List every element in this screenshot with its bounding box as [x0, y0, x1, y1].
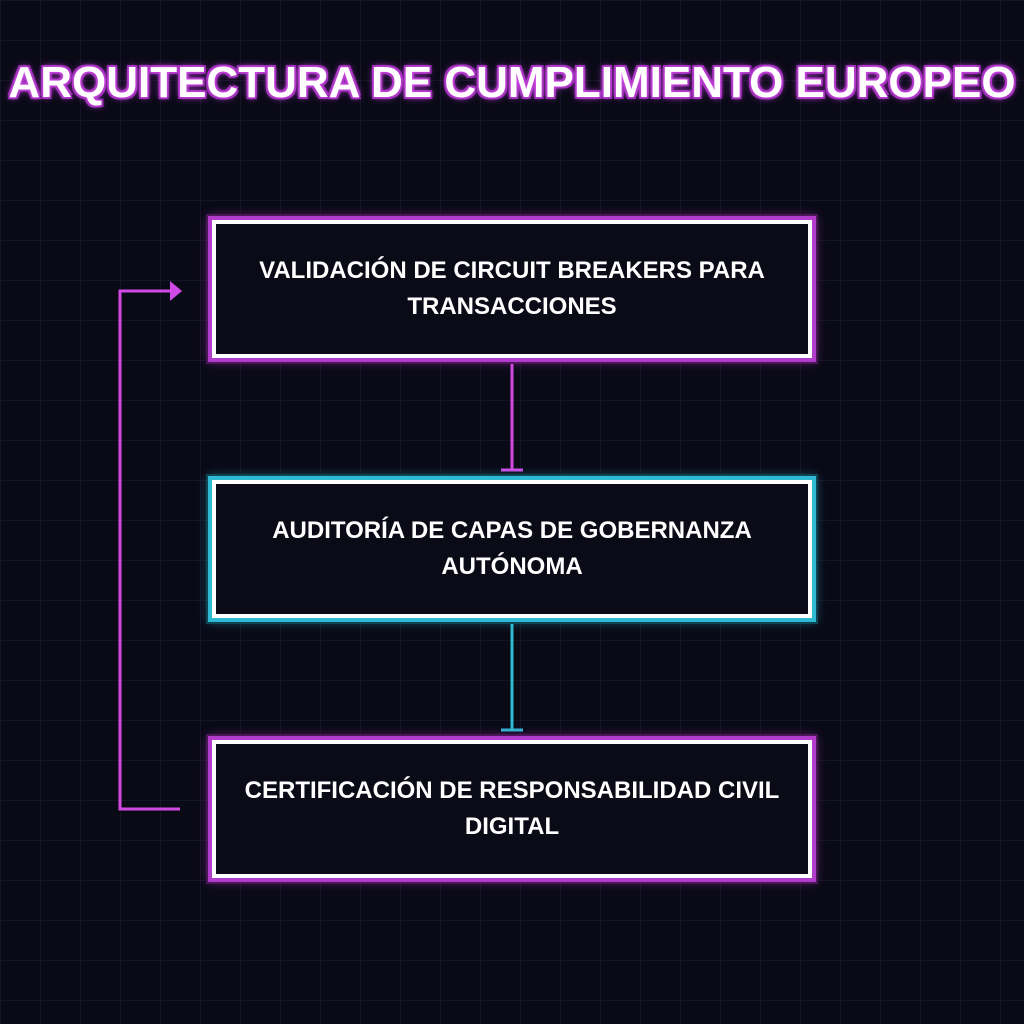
node-label: AUDITORÍA DE CAPAS DE GOBERNANZA AUTÓNOM…	[272, 517, 752, 580]
edge-n3-n1-arrowhead	[170, 281, 182, 301]
node-circuit-breakers: VALIDACIÓN DE CIRCUIT BREAKERS PARA TRAN…	[212, 220, 812, 358]
node-label: VALIDACIÓN DE CIRCUIT BREAKERS PARA TRAN…	[259, 257, 765, 320]
edge-n3-n1	[118, 289, 180, 811]
node-governance-audit: AUDITORÍA DE CAPAS DE GOBERNANZA AUTÓNOM…	[212, 480, 812, 618]
node-civil-liability: CERTIFICACIÓN DE RESPONSABILIDAD CIVIL D…	[212, 740, 812, 878]
diagram-title: ARQUITECTURA DE CUMPLIMIENTO EUROPEO	[8, 58, 1016, 107]
node-label: CERTIFICACIÓN DE RESPONSABILIDAD CIVIL D…	[244, 777, 780, 840]
